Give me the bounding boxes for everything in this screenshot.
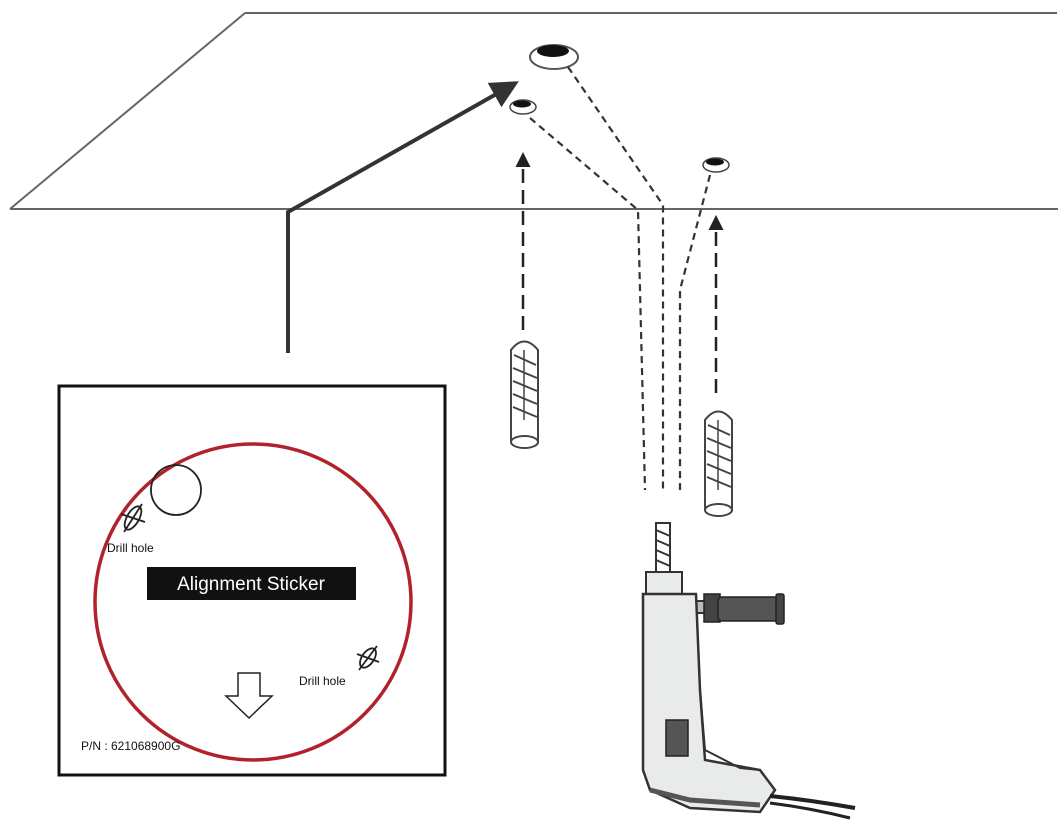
drill-guide-lines <box>529 66 712 491</box>
sticker-placement-arrow <box>286 81 519 353</box>
sticker-outline-circle <box>93 442 413 762</box>
electric-drill-illustration <box>641 522 856 820</box>
drill-hole-marker-1 <box>120 503 146 533</box>
sticker-title: Alignment Sticker <box>177 574 326 595</box>
drill-hole-label-1: Drill hole <box>107 541 154 555</box>
sticker-title-background <box>147 567 356 600</box>
part-number: P/N : 621068900G <box>81 739 180 753</box>
wall-anchor-right <box>704 410 733 517</box>
ceiling-plane <box>9 12 1058 210</box>
anchor-insertion-arrows <box>515 152 724 393</box>
cable-hole-circle <box>150 464 202 516</box>
ceiling-holes <box>509 44 730 173</box>
alignment-sticker-panel: Drill hole Drill hole Alignment Sticker … <box>57 384 447 777</box>
down-arrow-icon <box>224 672 274 720</box>
wall-anchor-left <box>510 340 539 449</box>
drill-hole-label-2: Drill hole <box>299 674 346 688</box>
drill-hole-marker-2 <box>356 645 380 671</box>
